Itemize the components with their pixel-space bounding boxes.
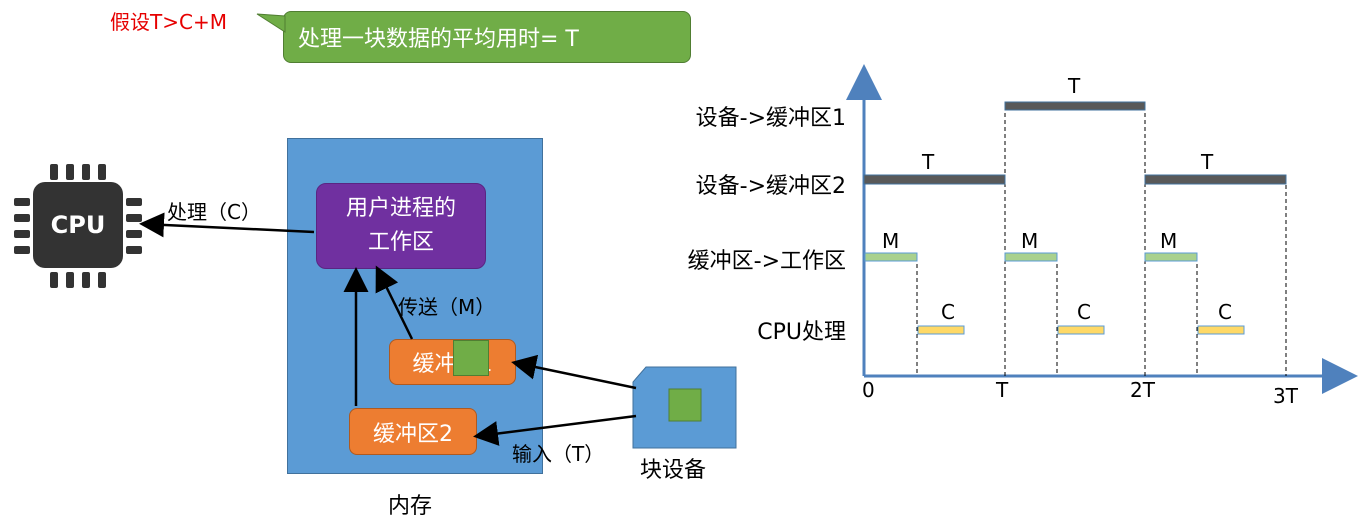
- bar-label-M-3: M: [1160, 229, 1178, 253]
- block-device-icon: [632, 366, 737, 449]
- arrow-to-cpu: [139, 212, 315, 238]
- t-bar-buffer2-1: [863, 174, 1006, 185]
- cpu-icon: CPU: [33, 182, 123, 268]
- c-bar-3: [1197, 325, 1245, 335]
- cpu-pins-icon: [14, 164, 142, 288]
- buffer2-box: 缓冲区2: [349, 408, 477, 455]
- t-bar-buffer2-2: [1144, 174, 1287, 185]
- x-tick-T: T: [996, 378, 1009, 402]
- row-label-buffer-work: 缓冲区->工作区: [687, 249, 846, 274]
- cpu-label: CPU: [50, 211, 106, 239]
- c-bar-1: [917, 325, 965, 335]
- callout-box: 处理一块数据的平均用时= T: [283, 11, 691, 63]
- edge-process-label: 处理（C）: [167, 200, 261, 224]
- row-label-cpu: CPU处理: [757, 320, 846, 345]
- work-area-label: 用户进程的工作区: [345, 196, 456, 255]
- work-area-box: 用户进程的工作区: [316, 183, 486, 269]
- bar-label-C-2: C: [1077, 300, 1091, 324]
- x-tick-2T: 2T: [1130, 378, 1155, 402]
- row-label-device-buffer1: 设备->缓冲区1: [695, 106, 846, 131]
- bar-label-T-3: T: [1201, 150, 1214, 174]
- device-label: 块设备: [640, 458, 707, 483]
- callout-text: 处理一块数据的平均用时= T: [298, 27, 579, 52]
- buffer1-box: 缓冲区1: [389, 339, 516, 385]
- flow-arrows: [139, 212, 637, 446]
- bar-label-M-1: M: [882, 229, 900, 253]
- row-label-device-buffer2: 设备->缓冲区2: [695, 174, 846, 199]
- c-bar-2: [1057, 325, 1105, 335]
- bar-label-T-2: T: [922, 150, 935, 174]
- edge-input-label: 输入（T）: [512, 442, 605, 466]
- m-bar-1: [864, 252, 918, 262]
- memory-label: 内存: [388, 494, 433, 519]
- m-bar-2: [1004, 252, 1058, 262]
- arrow-device-to-buffer2: [473, 414, 637, 446]
- t-bar-buffer1: [1004, 101, 1146, 111]
- timeline-chart: [846, 64, 1358, 394]
- bar-label-M-2: M: [1021, 229, 1039, 253]
- x-tick-3T: 3T: [1273, 384, 1298, 408]
- assumption-text: 假设T>C+M: [110, 10, 227, 34]
- m-bar-3: [1144, 252, 1198, 262]
- x-tick-0: 0: [862, 378, 875, 402]
- arrow-buffer1-to-work: [375, 265, 414, 340]
- callout-tail: [256, 13, 286, 33]
- bar-label-T-1: T: [1068, 74, 1081, 98]
- data-block-icon: [453, 340, 489, 376]
- buffer2-label: 缓冲区2: [373, 421, 453, 447]
- arrow-device-to-buffer1: [511, 354, 637, 390]
- bar-label-C-1: C: [941, 300, 955, 324]
- edge-transfer-label: 传送（M）: [398, 295, 496, 319]
- bar-label-C-3: C: [1218, 300, 1232, 324]
